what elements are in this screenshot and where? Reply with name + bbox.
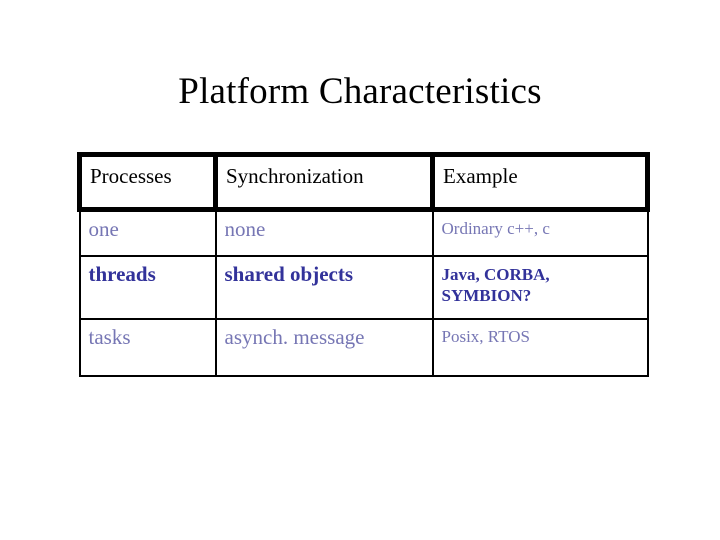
cell-example: Posix, RTOS	[431, 318, 649, 377]
cell-example-line: Java, CORBA,	[441, 264, 550, 284]
platform-characteristics-table-wrapper: Processes Synchronization Example one no…	[77, 152, 650, 377]
cell-synchronization: shared objects	[214, 254, 434, 320]
table-header-row: Processes Synchronization Example	[77, 152, 650, 212]
cell-example-line: Posix, RTOS	[441, 327, 530, 346]
table-header: Processes Synchronization Example	[77, 152, 650, 212]
table-row: one none Ordinary c++, c	[78, 208, 649, 257]
cell-processes: one	[78, 208, 217, 257]
cell-example: Java, CORBA, SYMBION?	[431, 254, 649, 320]
cell-example-line: Ordinary c++, c	[441, 219, 550, 238]
column-header-example: Example	[430, 152, 650, 212]
column-header-synchronization: Synchronization	[213, 152, 435, 212]
cell-synchronization: none	[214, 208, 434, 257]
cell-example-line: SYMBION?	[441, 285, 532, 305]
table-row: tasks asynch. message Posix, RTOS	[78, 318, 649, 377]
cell-example: Ordinary c++, c	[431, 208, 649, 257]
table-body: one none Ordinary c++, c threads shared …	[78, 208, 649, 377]
cell-processes: threads	[78, 254, 217, 320]
table-row: threads shared objects Java, CORBA, SYMB…	[78, 254, 649, 320]
cell-synchronization: asynch. message	[214, 318, 434, 377]
cell-processes: tasks	[78, 318, 217, 377]
column-header-processes: Processes	[77, 152, 218, 212]
platform-characteristics-table: Processes Synchronization Example one no…	[77, 152, 650, 377]
page-title: Platform Characteristics	[178, 71, 542, 112]
